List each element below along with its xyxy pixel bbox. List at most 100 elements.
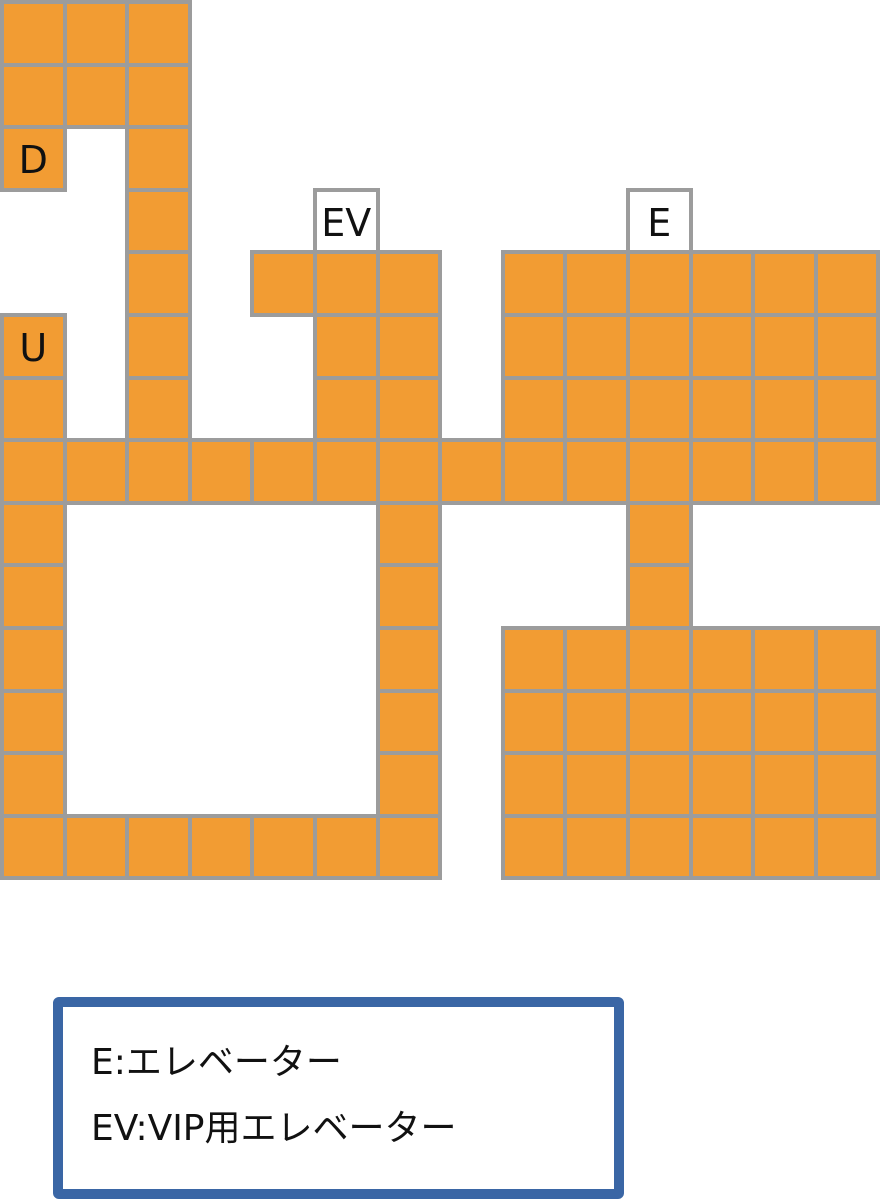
map-cell <box>0 563 67 630</box>
map-cell <box>375 563 443 630</box>
map-cell <box>688 438 756 505</box>
map-cell <box>375 626 443 693</box>
map-cell <box>125 375 192 443</box>
map-cell <box>626 500 693 568</box>
map-cell <box>0 375 67 443</box>
map-cell <box>250 438 317 505</box>
map-cell <box>313 313 380 380</box>
map-cell <box>688 751 756 818</box>
map-cell <box>626 626 693 693</box>
map-cell <box>0 438 67 505</box>
map-cell <box>626 313 693 380</box>
map-cell <box>313 375 380 443</box>
map-cell <box>500 688 568 756</box>
map-cell <box>187 813 255 881</box>
map-cell <box>187 438 255 505</box>
map-cell <box>125 813 192 881</box>
map-cell <box>500 375 568 443</box>
map-cell <box>688 688 756 756</box>
map-cell <box>563 375 630 443</box>
cell-label: EV <box>321 201 372 246</box>
map-cell <box>813 688 881 756</box>
map-cell <box>250 250 317 317</box>
map-cell <box>0 62 67 130</box>
elevator-cell: E <box>626 187 693 255</box>
map-legend: E:エレベーター EV:VIP用エレベーター <box>53 997 624 1199</box>
map-cell <box>438 438 505 505</box>
map-cell <box>813 375 881 443</box>
map-cell <box>688 250 756 317</box>
map-cell <box>500 438 568 505</box>
cell-label: U <box>19 326 48 371</box>
map-cell <box>313 250 380 317</box>
map-cell <box>375 313 443 380</box>
map-cell <box>751 438 818 505</box>
map-cell <box>688 626 756 693</box>
map-cell <box>751 626 818 693</box>
map-cell <box>313 438 380 505</box>
map-cell <box>563 626 630 693</box>
map-cell <box>375 500 443 568</box>
map-cell <box>688 813 756 881</box>
map-cell <box>62 0 130 67</box>
map-cell <box>813 751 881 818</box>
map-cell <box>626 688 693 756</box>
map-cell <box>563 313 630 380</box>
map-cell <box>125 438 192 505</box>
map-cell <box>751 250 818 317</box>
down-stairs-cell: D <box>0 125 67 192</box>
map-cell <box>813 626 881 693</box>
map-cell <box>500 313 568 380</box>
map-cell <box>500 626 568 693</box>
map-cell <box>500 751 568 818</box>
map-cell <box>563 438 630 505</box>
map-cell <box>125 62 192 130</box>
floor-map: D EV E U <box>0 0 881 881</box>
map-cell <box>626 250 693 317</box>
map-cell <box>626 375 693 443</box>
map-cell <box>375 688 443 756</box>
cell-label: E <box>647 201 672 246</box>
map-cell <box>375 250 443 317</box>
map-cell <box>500 813 568 881</box>
map-cell <box>813 313 881 380</box>
map-cell <box>813 438 881 505</box>
map-cell <box>626 563 693 630</box>
map-cell <box>563 250 630 317</box>
map-cell <box>563 751 630 818</box>
map-cell <box>125 0 192 67</box>
map-cell <box>62 438 130 505</box>
map-cell <box>626 813 693 881</box>
map-cell <box>125 125 192 192</box>
vip-elevator-cell: EV <box>313 187 380 255</box>
map-cell <box>751 688 818 756</box>
map-cell <box>375 375 443 443</box>
map-cell <box>751 751 818 818</box>
map-cell <box>813 250 881 317</box>
map-cell <box>563 813 630 881</box>
map-cell <box>125 250 192 317</box>
map-cell <box>62 813 130 881</box>
map-cell <box>250 813 317 881</box>
legend-elevator: E:エレベーター <box>91 1042 342 1083</box>
map-cell <box>0 751 67 818</box>
legend-vip-elevator: EV:VIP用エレベーター <box>91 1108 457 1149</box>
map-cell <box>688 375 756 443</box>
map-cell <box>125 313 192 380</box>
map-cell <box>0 813 67 881</box>
map-cell <box>375 751 443 818</box>
map-cell <box>375 813 443 881</box>
map-cell <box>751 313 818 380</box>
map-cell <box>500 250 568 317</box>
map-cell <box>313 813 380 881</box>
map-cell <box>751 375 818 443</box>
cell-label: D <box>18 138 48 183</box>
map-cell <box>751 813 818 881</box>
map-cell <box>563 688 630 756</box>
map-cell <box>626 438 693 505</box>
map-cell <box>0 688 67 756</box>
map-cell <box>813 813 881 881</box>
map-cell <box>626 751 693 818</box>
map-cell <box>688 313 756 380</box>
map-cell <box>0 0 67 67</box>
